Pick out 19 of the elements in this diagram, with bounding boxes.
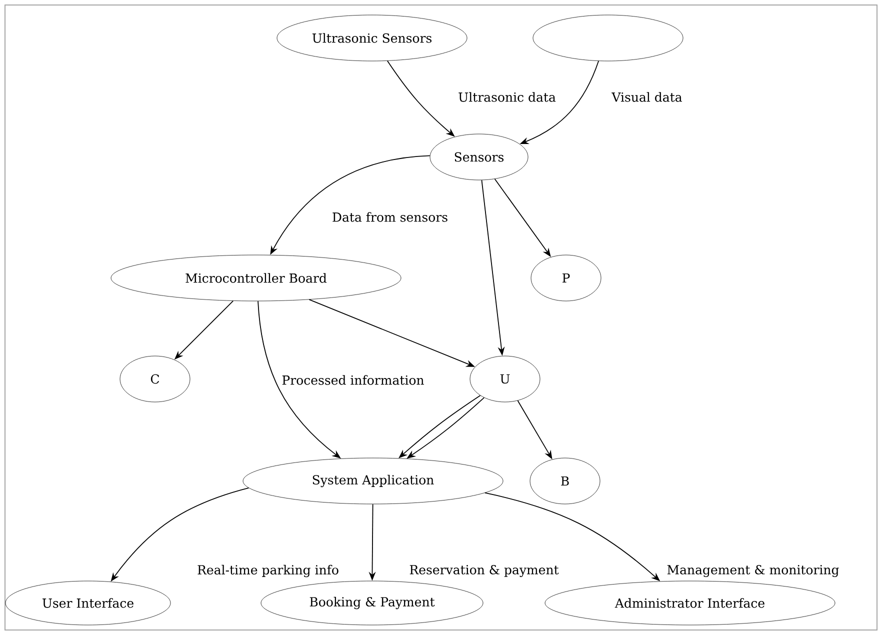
ellipse-node: Administrator Interface	[544, 580, 836, 626]
ellipse-node: U	[470, 356, 540, 402]
edge-label: Visual data	[610, 91, 684, 103]
edge-label: Processed information	[280, 374, 426, 386]
edge-label: Reservation & payment	[408, 564, 560, 578]
empty-node	[532, 14, 684, 62]
ellipse-node: Sensors	[430, 134, 528, 180]
ellipse-node: B	[530, 458, 600, 504]
ellipse-node: Microcontroller Board	[110, 254, 402, 302]
ellipse-node: P	[530, 254, 602, 302]
edge-label: Ultrasonic data	[457, 91, 557, 103]
ellipse-node: System Application	[242, 458, 504, 504]
ellipse-node: Booking & Payment	[260, 580, 484, 626]
edge-label: Real-time parking info	[196, 564, 340, 578]
edge-label: Management & monitoring	[666, 564, 840, 578]
ellipse-node: User Interface	[5, 580, 171, 626]
ellipse-node: C	[120, 356, 190, 402]
edge-label: Data from sensors	[330, 211, 450, 223]
ellipse-node: Ultrasonic Sensors	[276, 14, 468, 62]
